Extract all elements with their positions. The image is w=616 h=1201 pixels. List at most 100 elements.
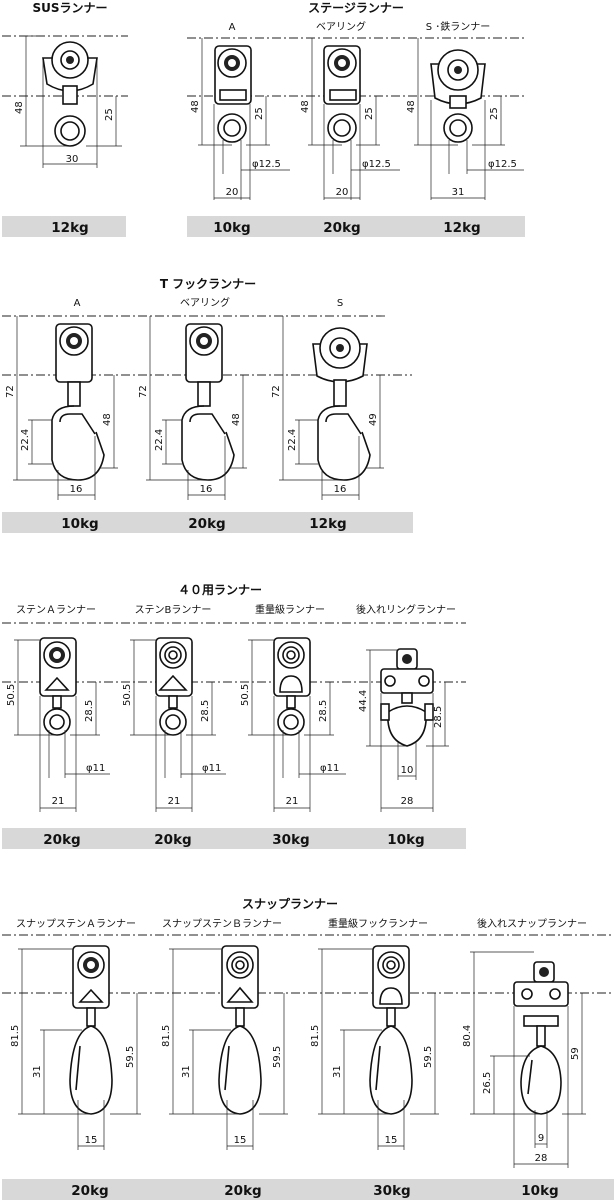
snap-gate: [527, 1059, 533, 1095]
dim-height: 48: [190, 100, 201, 113]
hook-inner: [59, 413, 96, 435]
dim-width: 21: [52, 796, 65, 807]
dim-ring: φ11: [86, 763, 105, 774]
dim-lower: 49: [368, 413, 379, 426]
dim-height: 50.5: [122, 684, 133, 706]
dim-width: 28: [535, 1153, 548, 1164]
swivel: [286, 695, 296, 709]
swivel: [168, 695, 178, 709]
dims-stage-s: 48 25 φ12.5 31: [406, 38, 524, 200]
dims-thook-s: 72 22.4 49 16: [271, 316, 384, 500]
bracket: [329, 89, 357, 101]
dim-lower: 25: [489, 107, 500, 120]
axle: [168, 650, 178, 660]
runner-snap-a: [69, 945, 113, 1115]
capacity-bar-40: [2, 828, 466, 849]
item-label-thook-a: A: [74, 298, 81, 309]
capacity-snap-heavy: 30kg: [373, 1183, 410, 1199]
nut-hole: [539, 967, 549, 977]
ring-inner: [60, 121, 80, 141]
runner-thook-a: [51, 323, 105, 481]
dim-lower: 48: [102, 413, 113, 426]
wheel-hub: [164, 646, 182, 664]
runner-stage-s: [430, 49, 486, 143]
dims-snap-rear: 80.4 26.5 59 9 28: [462, 951, 586, 1168]
bracket: [78, 988, 104, 1003]
dim-height: 81.5: [10, 1025, 21, 1047]
item-label-snap-heavy: 重量級フックランナー: [328, 917, 428, 930]
dim-height: 48: [406, 100, 417, 113]
axle: [87, 961, 95, 969]
pin-left: [380, 703, 390, 721]
ring-outer: [43, 708, 71, 736]
bracket: [226, 986, 254, 1003]
swivel-plate: [523, 1015, 559, 1027]
dim-lower: 25: [364, 107, 375, 120]
dim-lower: 28.5: [433, 706, 444, 728]
dim-lower: 25: [254, 107, 265, 120]
dim-ring: φ11: [202, 763, 221, 774]
wheel-hub: [382, 956, 400, 974]
wheel-left: [521, 988, 533, 1000]
dim-lower: 25: [104, 108, 115, 121]
ring-inner: [449, 119, 467, 137]
runner-snap-heavy: [369, 945, 413, 1115]
dim-hook: 26.5: [482, 1072, 493, 1094]
capacity-40-heavy: 30kg: [272, 832, 309, 848]
wheel-hub: [231, 956, 249, 974]
hook: [317, 405, 371, 481]
dims-snap-b: 81.5 31 59.5 15: [161, 948, 288, 1150]
carabiner-outer: [218, 1025, 262, 1115]
swivel: [86, 1007, 96, 1027]
axle: [454, 66, 462, 74]
runner-sus: [42, 41, 98, 147]
swivel: [401, 692, 413, 704]
dim-hook: 22.4: [20, 429, 31, 451]
dim-ring: φ12.5: [362, 159, 391, 170]
runner-40-heavy: [273, 637, 311, 736]
axle: [53, 651, 61, 659]
ring-inner: [223, 119, 241, 137]
dim-width: 30: [66, 154, 79, 165]
dim-hook: 31: [181, 1065, 192, 1078]
pin-right: [424, 703, 434, 721]
axle: [70, 337, 78, 345]
capacity-stage-s: 12kg: [443, 220, 480, 236]
hook: [51, 405, 105, 481]
dim-lower: 28.5: [84, 700, 95, 722]
dim-height: 72: [271, 385, 282, 398]
item-label-thook-bearing: ベアリング: [180, 296, 230, 309]
capacity-stage-a: 10kg: [213, 220, 250, 236]
capacity-40-b: 20kg: [154, 832, 191, 848]
dim-width: 28: [401, 796, 414, 807]
dim-height: 72: [5, 385, 16, 398]
dims-sus: 48 25 30: [14, 35, 122, 168]
dim-hook: 22.4: [154, 429, 165, 451]
dims-thook-bearing: 72 22.4 48 16: [138, 316, 247, 500]
dim-height: 48: [14, 101, 25, 114]
capacity-bar-snap: [2, 1179, 614, 1200]
item-label-stage-a: A: [229, 22, 236, 33]
hook-inner: [189, 413, 226, 435]
capacity-snap-rear: 10kg: [521, 1183, 558, 1199]
swivel: [449, 95, 467, 109]
axle: [338, 59, 346, 67]
axle: [336, 344, 344, 352]
snap-gate: [224, 1045, 230, 1091]
shank: [333, 379, 347, 407]
dims-stage-bearing: 48 25 φ12.5 20: [300, 38, 400, 200]
dims-snap-heavy: 81.5 31 59.5 15: [310, 948, 439, 1150]
capacity-40-ring: 10kg: [387, 832, 424, 848]
dim-hook: 31: [32, 1065, 43, 1078]
runner-stage-bearing: [323, 45, 361, 143]
snap-gate: [75, 1045, 81, 1091]
bracket: [158, 674, 188, 691]
dim-height: 50.5: [6, 684, 17, 706]
runner-thook-s: [312, 327, 371, 481]
dim-width: 15: [385, 1135, 398, 1146]
item-label-40-a: ステンＡランナー: [16, 604, 96, 616]
runner-40-b: [155, 637, 193, 736]
dim-ring: φ12.5: [252, 159, 281, 170]
dim-width: 20: [336, 187, 349, 198]
dim-height: 80.4: [462, 1025, 473, 1047]
